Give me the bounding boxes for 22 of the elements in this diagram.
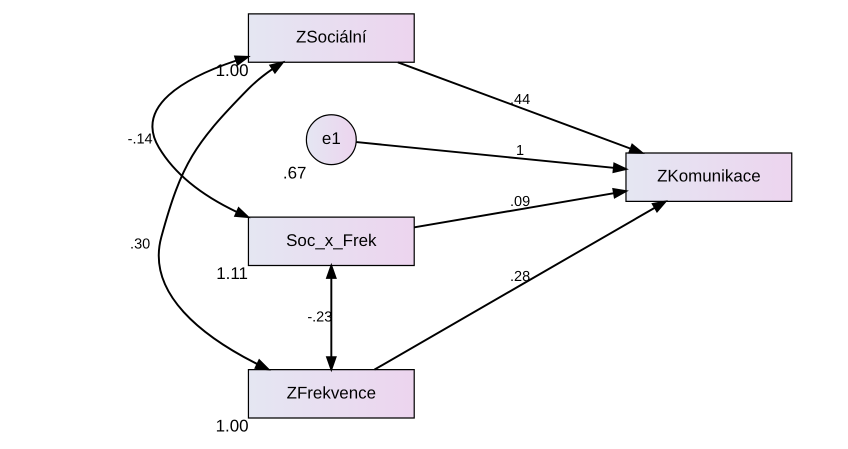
arrow	[414, 187, 628, 228]
arrow	[374, 200, 668, 370]
arrow	[356, 140, 628, 173]
arrow	[325, 262, 336, 372]
node-box: Soc_x_Frek	[247, 216, 414, 266]
node-box: ZSociální	[247, 12, 414, 62]
node-box: ZFrekvence	[247, 368, 414, 418]
node-label: 1.00	[215, 60, 248, 80]
edge-label: -.14	[127, 130, 152, 147]
edge-label: 1	[516, 142, 524, 158]
node-label: .67	[282, 162, 306, 182]
edge-label: .44	[510, 92, 530, 108]
edge-label: .30	[130, 236, 150, 252]
arrow	[151, 54, 250, 218]
edge-label: .09	[510, 193, 530, 210]
node-box: ZKomunikace	[624, 152, 792, 202]
node-label: 1.00	[215, 416, 248, 436]
edge-label: .28	[510, 268, 530, 284]
arrow	[397, 60, 644, 154]
node-label: 1.11	[216, 264, 248, 283]
arrow	[158, 60, 285, 370]
node-circle: e1	[305, 114, 356, 165]
